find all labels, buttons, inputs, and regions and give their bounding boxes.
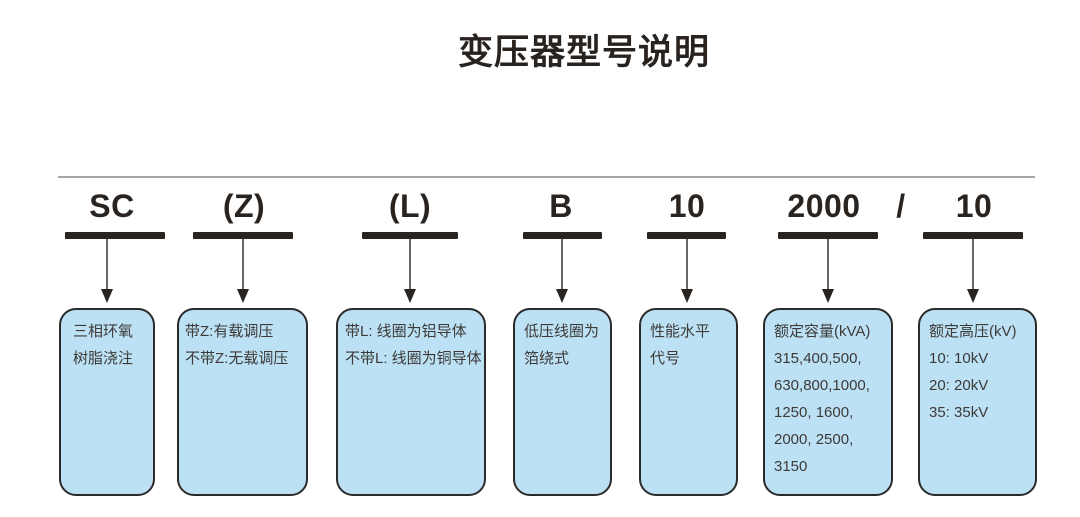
code-segment-l: (L) bbox=[388, 188, 432, 224]
description-text: 低压线圈为 箔绕式 bbox=[524, 323, 600, 367]
description-box: 额定高压(kV) 10: 10kV 20: 20kV 35: 35kV bbox=[918, 308, 1037, 496]
description-text: 性能水平 代号 bbox=[650, 323, 711, 367]
arrow-head-icon bbox=[556, 289, 568, 303]
description-text: 额定高压(kV) 10: 10kV 20: 20kV 35: 35kV bbox=[929, 323, 1017, 421]
description-box: 三相环氧 树脂浇注 bbox=[59, 308, 155, 496]
underline-bar bbox=[193, 232, 293, 239]
underline-bar bbox=[923, 232, 1023, 239]
underline-bar bbox=[647, 232, 726, 239]
diagram-title: 变压器型号说明 bbox=[457, 33, 711, 72]
down-arrow bbox=[686, 239, 688, 290]
description-text: 带L: 线圈为铝导体 不带L: 线圈为铜导体 bbox=[345, 323, 482, 367]
down-arrow bbox=[561, 239, 563, 290]
underline-bar bbox=[362, 232, 458, 239]
description-text: 带Z:有载调压 不带Z:无载调压 bbox=[185, 323, 289, 367]
description-box: 低压线圈为 箔绕式 bbox=[513, 308, 612, 496]
arrow-head-icon bbox=[967, 289, 979, 303]
code-segment-perf: 10 bbox=[668, 188, 706, 224]
code-segment-sc: SC bbox=[89, 188, 135, 224]
description-box: 带Z:有载调压 不带Z:无载调压 bbox=[177, 308, 308, 496]
code-separator-slash: / bbox=[896, 188, 906, 224]
down-arrow bbox=[827, 239, 829, 290]
description-text: 三相环氧 树脂浇注 bbox=[73, 323, 134, 367]
code-segment-b: B bbox=[549, 188, 573, 224]
header-divider-line bbox=[58, 176, 1035, 178]
underline-bar bbox=[778, 232, 878, 239]
underline-bar bbox=[523, 232, 602, 239]
description-box: 额定容量(kVA) 315,400,500, 630,800,1000, 125… bbox=[763, 308, 893, 496]
down-arrow bbox=[106, 239, 108, 290]
description-text: 额定容量(kVA) 315,400,500, 630,800,1000, 125… bbox=[774, 323, 871, 475]
underline-bar bbox=[65, 232, 165, 239]
arrow-head-icon bbox=[404, 289, 416, 303]
arrow-head-icon bbox=[681, 289, 693, 303]
description-box: 性能水平 代号 bbox=[639, 308, 738, 496]
arrow-head-icon bbox=[101, 289, 113, 303]
code-segment-z: (Z) bbox=[222, 188, 266, 224]
down-arrow bbox=[242, 239, 244, 290]
code-segment-voltage: 10 bbox=[955, 188, 993, 224]
arrow-head-icon bbox=[237, 289, 249, 303]
code-segment-capacity: 2000 bbox=[787, 188, 861, 224]
down-arrow bbox=[409, 239, 411, 290]
down-arrow bbox=[972, 239, 974, 290]
arrow-head-icon bbox=[822, 289, 834, 303]
description-box: 带L: 线圈为铝导体 不带L: 线圈为铜导体 bbox=[336, 308, 486, 496]
